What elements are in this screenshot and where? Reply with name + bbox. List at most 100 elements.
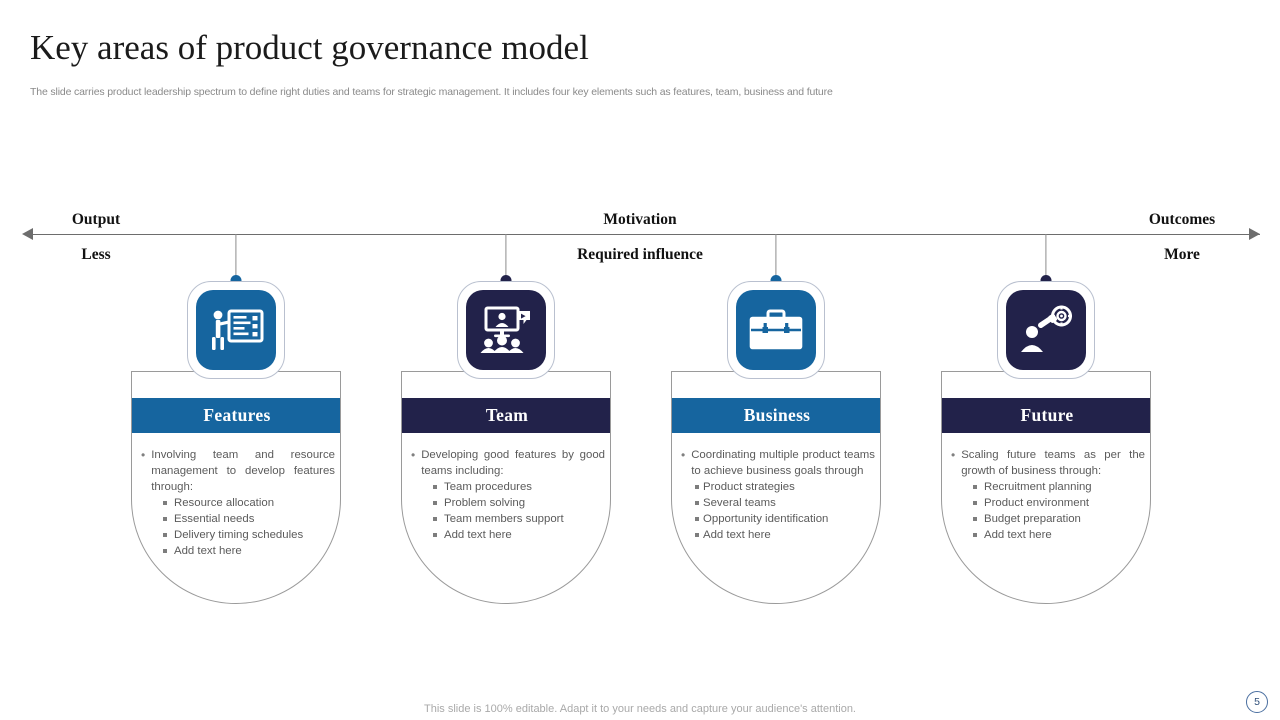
list-item-label: Essential needs: [174, 513, 255, 525]
card-future[interactable]: Future • Scaling future teams as per the…: [941, 371, 1151, 604]
card-subitem-list: Product strategies Several teams Opportu…: [681, 479, 875, 543]
card-lead-text: Coordinating multiple product teams to a…: [691, 449, 875, 477]
axis-label-output: Output: [71, 211, 121, 228]
axis-label-outcomes: Outcomes: [1148, 211, 1216, 228]
card-body: • Coordinating multiple product teams to…: [681, 447, 875, 543]
bullet-square-icon: [433, 501, 437, 505]
card-lead-item: • Involving team and resource management…: [141, 447, 335, 495]
card-subitem-list: Resource allocation Essential needs Deli…: [141, 495, 335, 559]
card-subitem-list: Recruitment planning Product environment…: [951, 479, 1145, 543]
list-item-label: Add text here: [984, 529, 1052, 541]
card-team[interactable]: Team • Developing good features by good …: [401, 371, 611, 604]
bullet-square-icon: [973, 485, 977, 489]
icon-tile-business[interactable]: [727, 281, 825, 379]
card-features[interactable]: Features • Involving team and resource m…: [131, 371, 341, 604]
shield-shape: Future • Scaling future teams as per the…: [941, 371, 1151, 604]
list-item-label: Team members support: [444, 513, 564, 525]
page-subtitle: The slide carries product leadership spe…: [30, 86, 833, 98]
axis-line: [28, 234, 1260, 236]
card-subitem-list: Team procedures Problem solving Team mem…: [411, 479, 605, 543]
card-lead-item: • Coordinating multiple product teams to…: [681, 447, 875, 479]
briefcase-icon: [736, 290, 816, 370]
connector-dot: [230, 275, 242, 286]
connector-stem: [775, 234, 777, 280]
bullet-square-icon: [695, 517, 699, 521]
shield-shape: Business • Coordinating multiple product…: [671, 371, 881, 604]
bullet-dot-icon: •: [951, 448, 956, 462]
axis-label-motivation: Motivation: [603, 211, 677, 228]
bullet-dot-icon: •: [411, 448, 416, 462]
connector-dot: [1040, 275, 1052, 286]
connector-stem: [235, 234, 237, 280]
card-title-band: Team: [402, 398, 610, 433]
page-number-badge: 5: [1246, 691, 1268, 713]
bullet-square-icon: [163, 549, 167, 553]
icon-tile-team[interactable]: [457, 281, 555, 379]
spectrum-axis: Output Motivation Outcomes Less Required…: [0, 205, 1280, 275]
card-title-band: Business: [672, 398, 880, 433]
list-item: Several teams: [695, 495, 875, 511]
list-item: Recruitment planning: [973, 479, 1145, 495]
bullet-square-icon: [163, 501, 167, 505]
card-title-band: Features: [132, 398, 340, 433]
list-item-label: Budget preparation: [984, 513, 1081, 525]
bullet-square-icon: [163, 533, 167, 537]
bullet-square-icon: [163, 517, 167, 521]
card-body: • Developing good features by good teams…: [411, 447, 605, 543]
bullet-square-icon: [433, 517, 437, 521]
axis-label-more: More: [1164, 246, 1200, 263]
presenter-board-icon: [196, 290, 276, 370]
list-item-label: Several teams: [703, 497, 776, 509]
bullet-square-icon: [973, 533, 977, 537]
card-lead-item: • Developing good features by good teams…: [411, 447, 605, 479]
video-conference-team-icon: [466, 290, 546, 370]
bullet-dot-icon: •: [141, 448, 146, 462]
bullet-square-icon: [695, 485, 699, 489]
card-lead-text: Involving team and resource management t…: [151, 449, 335, 493]
card-title: Business: [743, 405, 811, 425]
card-lead-text: Developing good features by good teams i…: [421, 449, 605, 477]
list-item: Product environment: [973, 495, 1145, 511]
list-item-label: Problem solving: [444, 497, 526, 509]
bullet-square-icon: [973, 501, 977, 505]
page-title: Key areas of product governance model: [30, 28, 589, 67]
bullet-square-icon: [433, 533, 437, 537]
list-item: Essential needs: [163, 511, 335, 527]
connector-dot: [770, 275, 782, 286]
axis-label-required-influence: Required influence: [577, 246, 703, 263]
list-item-label: Resource allocation: [174, 497, 275, 509]
list-item: Add text here: [695, 527, 875, 543]
shield-shape: Features • Involving team and resource m…: [131, 371, 341, 604]
connector-stem: [1045, 234, 1047, 280]
footer-note: This slide is 100% editable. Adapt it to…: [424, 703, 856, 715]
card-lead-text: Scaling future teams as per the growth o…: [961, 449, 1145, 477]
bullet-square-icon: [973, 517, 977, 521]
card-business[interactable]: Business • Coordinating multiple product…: [671, 371, 881, 604]
list-item-label: Add text here: [703, 529, 771, 541]
icon-tile-future[interactable]: [997, 281, 1095, 379]
bullet-dot-icon: •: [681, 448, 686, 462]
list-item: Product strategies: [695, 479, 875, 495]
card-title: Future: [1020, 405, 1074, 425]
list-item: Team procedures: [433, 479, 605, 495]
bullet-square-icon: [695, 533, 699, 537]
list-item-label: Recruitment planning: [984, 481, 1092, 493]
list-item: Delivery timing schedules: [163, 527, 335, 543]
card-body: • Involving team and resource management…: [141, 447, 335, 559]
list-item-label: Product environment: [984, 497, 1090, 509]
list-item: Budget preparation: [973, 511, 1145, 527]
card-title-band: Future: [942, 398, 1150, 433]
shield-shape: Team • Developing good features by good …: [401, 371, 611, 604]
card-body: • Scaling future teams as per the growth…: [951, 447, 1145, 543]
list-item: Add text here: [163, 543, 335, 559]
list-item-label: Team procedures: [444, 481, 533, 493]
list-item-label: Delivery timing schedules: [174, 529, 304, 541]
list-item-label: Product strategies: [703, 481, 795, 493]
connector-stem: [505, 234, 507, 280]
card-lead-item: • Scaling future teams as per the growth…: [951, 447, 1145, 479]
list-item: Problem solving: [433, 495, 605, 511]
icon-tile-features[interactable]: [187, 281, 285, 379]
arrow-right-icon: [1249, 228, 1260, 240]
arrow-left-icon: [22, 228, 33, 240]
